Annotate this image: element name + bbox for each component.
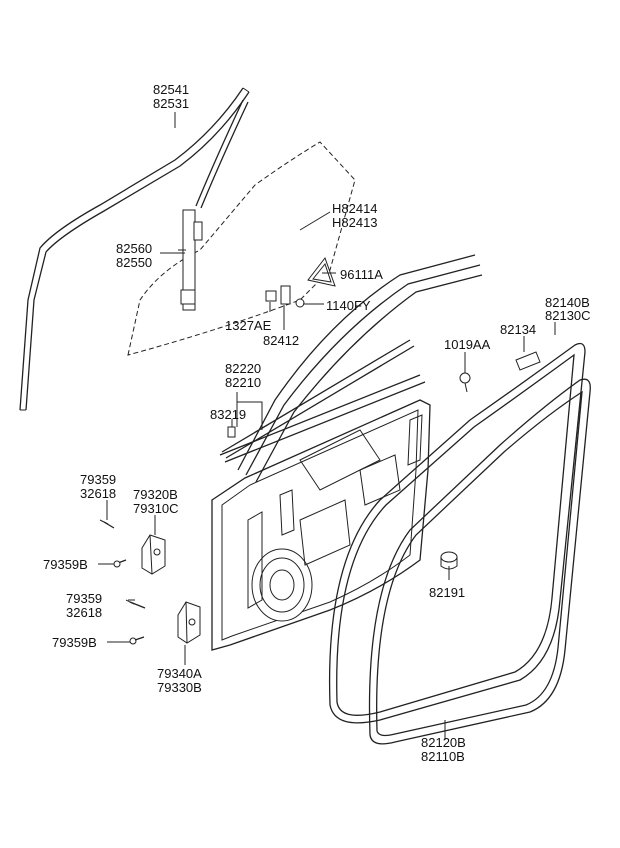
label-79320b: 79320B <box>133 487 178 502</box>
door-weatherstrip-outer <box>328 342 586 724</box>
label-82412: 82412 <box>263 333 299 348</box>
label-79359-lower: 79359 <box>66 591 102 606</box>
label-82120b: 82120B <box>421 735 466 750</box>
window-run-channel <box>19 87 250 411</box>
label-96111a: 96111A <box>340 267 383 282</box>
leader-lines <box>98 112 556 740</box>
delta-mirror-part <box>307 256 336 287</box>
label-82541: 82541 <box>153 82 189 97</box>
label-79310c: 79310C <box>133 501 179 516</box>
label-79359b-upper: 79359B <box>43 557 88 572</box>
label-82220: 82220 <box>225 361 261 376</box>
label-82110b: 82110B <box>421 749 465 764</box>
label-1140fy: 1140FY <box>326 298 371 313</box>
part-labels: 82541 82531 H82414 H82413 82560 82550 96… <box>43 82 591 764</box>
label-32618-lower: 32618 <box>66 605 102 620</box>
label-79359b-lower: 79359B <box>52 635 97 650</box>
label-82531: 82531 <box>153 96 189 111</box>
label-79340a: 79340A <box>157 666 202 681</box>
label-82191: 82191 <box>429 585 465 600</box>
label-32618-upper: 32618 <box>80 486 116 501</box>
glass-guide-rail <box>178 209 203 311</box>
bolt-1019aa <box>459 372 471 393</box>
label-79359-upper: 79359 <box>80 472 116 487</box>
label-82134: 82134 <box>500 322 536 337</box>
door-inner-panel <box>211 254 483 651</box>
garnish-clip-82134 <box>515 351 541 371</box>
glass-clip-parts <box>265 285 305 308</box>
door-glass <box>127 141 356 356</box>
label-1019aa: 1019AA <box>444 337 491 352</box>
upper-hinge <box>99 519 166 575</box>
belt-moulding <box>221 339 415 459</box>
label-82140b: 82140B <box>545 295 590 310</box>
label-h82414: H82414 <box>332 201 378 216</box>
lower-hinge <box>125 599 201 645</box>
label-82550: 82550 <box>116 255 152 270</box>
label-h82413: H82413 <box>332 215 378 230</box>
label-1327ae: 1327AE <box>225 318 272 333</box>
label-83219: 83219 <box>210 407 246 422</box>
label-79330b: 79330B <box>157 680 202 695</box>
door-weatherstrip-inner <box>368 378 591 745</box>
label-82560: 82560 <box>116 241 152 256</box>
label-82210: 82210 <box>225 375 261 390</box>
label-82130c: 82130C <box>545 308 591 323</box>
